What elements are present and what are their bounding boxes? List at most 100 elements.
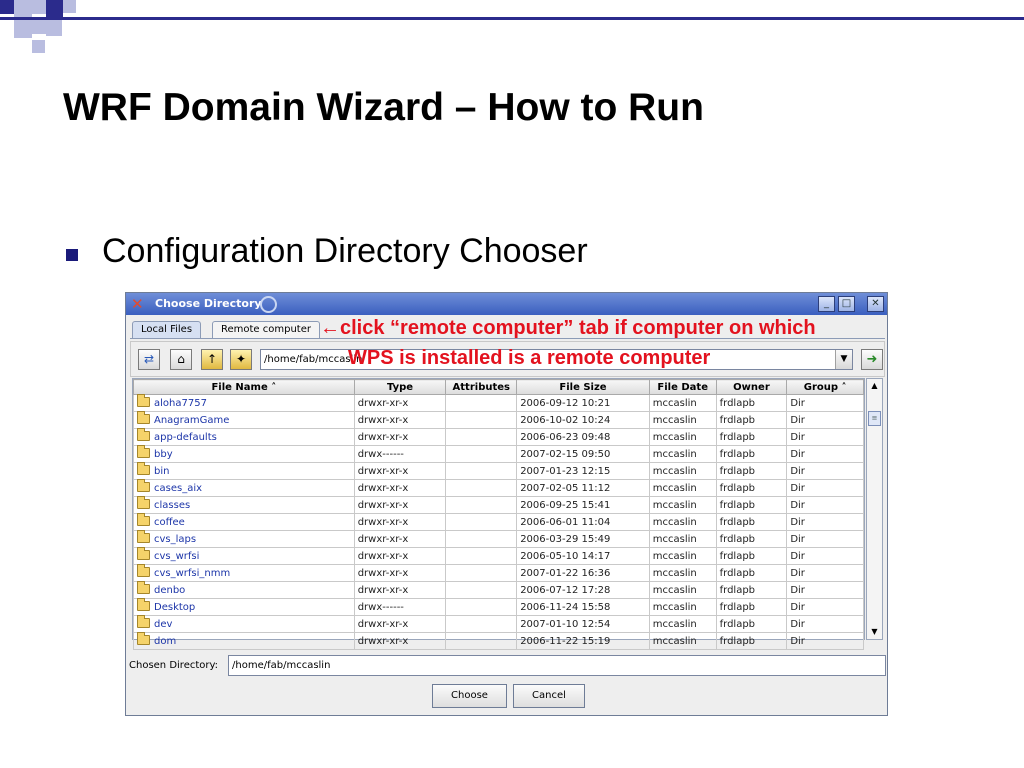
kind-cell: Dir [786,462,864,480]
attributes-cell [445,530,518,548]
file-name-cell: AnagramGame [133,411,355,429]
group-cell: frdlapb [715,411,788,429]
maximize-button[interactable]: □ [838,296,855,312]
col-header-type[interactable]: Type [353,379,447,395]
file-name-text: cvs_laps [154,534,197,545]
refresh-icon[interactable]: ⇄ [138,349,160,370]
col-header-file-date[interactable]: File Date [648,379,717,395]
file-name-text: cvs_wrfsi_nmm [154,568,231,579]
type-cell: drwxr-xr-x [353,513,447,531]
kind-cell: Dir [786,615,864,633]
dialog-titlebar[interactable]: ✕ Choose Directory _ □ ✕ [126,293,887,315]
col-header-file-size[interactable]: File Size [516,379,650,395]
file-name-cell: dom [133,632,355,650]
file-name-text: cases_aix [154,483,203,494]
file-name-cell: dev [133,615,355,633]
attributes-cell [445,547,518,565]
file-name-cell: denbo [133,581,355,599]
file-name-cell: classes [133,496,355,514]
scroll-up-icon[interactable]: ▲ [871,381,878,390]
tab-local-files[interactable]: Local Files [132,321,202,338]
group-cell: frdlapb [715,564,788,582]
group-cell: frdlapb [715,598,788,616]
tab-remote-computer[interactable]: Remote computer [212,321,320,338]
type-cell: drwxr-xr-x [353,564,447,582]
col-header-attributes[interactable]: Attributes [445,379,518,395]
type-cell: drwxr-xr-x [353,394,447,412]
annotation-line-2: WPS is installed is a remote computer [348,347,711,369]
owner-cell: mccaslin [648,411,717,429]
folder-icon [137,428,150,441]
go-arrow-icon[interactable]: ➜ [861,349,883,370]
folder-icon [137,496,150,509]
cancel-button[interactable]: Cancel [513,684,585,708]
chosen-directory-field[interactable]: /home/fab/mccaslin [228,655,886,676]
minimize-button[interactable]: _ [818,296,835,312]
col-header-group[interactable]: Group ˄ [786,379,864,395]
col-header-owner[interactable]: Owner [715,379,788,395]
group-cell: frdlapb [715,547,788,565]
owner-cell: mccaslin [648,479,717,497]
file-table: File Name ˄ Type Attributes File Size Fi… [132,378,865,650]
scroll-thumb[interactable]: ≡ [868,411,881,426]
col-header-file-name[interactable]: File Name ˄ [133,379,355,395]
decor-square [14,20,32,38]
owner-cell: mccaslin [648,530,717,548]
up-folder-icon[interactable]: ↑ [201,349,223,370]
attributes-cell [445,513,518,531]
type-cell: drwxr-xr-x [353,530,447,548]
file-name-cell: cvs_wrfsi [133,547,355,565]
group-cell: frdlapb [715,632,788,650]
folder-icon [137,615,150,628]
file-name-cell: Desktop [133,598,355,616]
vertical-scrollbar[interactable]: ▲ ≡ ▼ [866,378,883,640]
file-size-cell: 2006-11-22 15:19 [516,632,650,650]
folder-icon [137,598,150,611]
bullet-text: Configuration Directory Chooser [102,232,588,270]
home-icon[interactable]: ⌂ [170,349,192,370]
scroll-down-icon[interactable]: ▼ [871,627,878,636]
file-size-cell: 2007-02-05 11:12 [516,479,650,497]
choose-button[interactable]: Choose [432,684,507,708]
group-cell: frdlapb [715,615,788,633]
attributes-cell [445,411,518,429]
owner-cell: mccaslin [648,462,717,480]
annotation-line-1: ←click “remote computer” tab if computer… [320,317,816,339]
file-size-cell: 2006-10-02 10:24 [516,411,650,429]
file-size-cell: 2006-11-24 15:58 [516,598,650,616]
file-name-text: classes [154,500,191,511]
path-combo[interactable]: /home/fab/mccaslin [260,349,853,370]
owner-cell: mccaslin [648,564,717,582]
chevron-down-icon[interactable]: ▼ [835,350,852,369]
chosen-directory-label: Chosen Directory: [129,660,219,671]
close-button[interactable]: ✕ [867,296,884,312]
file-name-cell: cvs_laps [133,530,355,548]
file-name-text: bin [154,466,170,477]
owner-cell: mccaslin [648,547,717,565]
group-cell: frdlapb [715,462,788,480]
attributes-cell [445,581,518,599]
app-x-icon: ✕ [131,295,144,313]
group-cell: frdlapb [715,445,788,463]
toolbar [130,341,885,377]
kind-cell: Dir [786,530,864,548]
slide-title: WRF Domain Wizard – How to Run [63,86,704,129]
swirl-icon [260,296,277,313]
file-size-cell: 2006-03-29 15:49 [516,530,650,548]
new-folder-icon[interactable]: ✦ [230,349,252,370]
